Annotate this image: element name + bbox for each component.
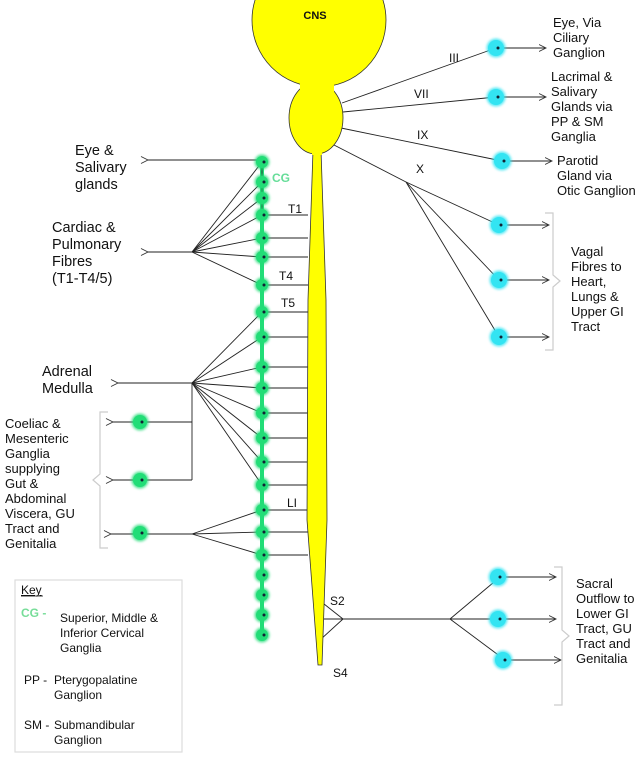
- spinal-cord: [306, 149, 328, 666]
- splanchnic-fibre: [191, 382, 263, 414]
- otic-ganglion: [492, 151, 512, 171]
- key-title: Key: [21, 583, 42, 597]
- cardiac-fibre: [191, 251, 263, 258]
- chain-ganglion: [254, 304, 270, 320]
- chain-ganglion: [254, 277, 270, 293]
- nerve-label-IX: IX: [417, 128, 428, 142]
- vagal-bracket: [545, 212, 561, 351]
- cardiac-fibre: [191, 237, 263, 253]
- chain-ganglion: [254, 230, 270, 246]
- pelvic-ganglion: [493, 650, 513, 670]
- vagal-fibre: [405, 181, 500, 226]
- chain-ganglion: [254, 207, 270, 223]
- chain-ganglion: [254, 430, 270, 446]
- key-sm-abbr: SM -: [24, 718, 49, 732]
- nerve-VII: [342, 96, 497, 113]
- chain-ganglion: [254, 329, 270, 345]
- nerve-III: [341, 47, 497, 104]
- chain-ganglion: [254, 174, 270, 190]
- splanchnic-fibre: [191, 382, 263, 486]
- splanchnic-fibre: [191, 382, 263, 463]
- cardiac-fibre: [191, 214, 263, 253]
- pelvic-ganglion: [488, 567, 508, 587]
- lumbar-fibre: [191, 531, 263, 535]
- chain-ganglion: [254, 477, 270, 493]
- splanchnic-fibre: [191, 336, 263, 384]
- chain-ganglion: [254, 190, 270, 206]
- sacral-fibre: [449, 618, 506, 661]
- brainstem-bulb: [288, 81, 344, 155]
- coeliac-bracket: [92, 411, 108, 549]
- level-T4: T4: [279, 269, 293, 283]
- chain-ganglion: [254, 454, 270, 470]
- lumbar-fibre: [191, 509, 263, 535]
- cardiac-fibre: [191, 197, 263, 253]
- level-T1: T1: [288, 202, 302, 216]
- superior-mesenteric-ganglion: [131, 471, 149, 489]
- splanchnic-fibre: [191, 311, 263, 384]
- nerve-label-III: III: [449, 51, 459, 65]
- level-S2: S2: [330, 594, 345, 608]
- ganglia: [131, 38, 513, 670]
- cardiac-fibre: [191, 181, 263, 253]
- vagal-fibre: [405, 181, 500, 281]
- cardiac-fibre: [191, 251, 263, 286]
- sacral-S4: [319, 618, 344, 641]
- splanchnic-fibre: [191, 382, 263, 439]
- chain-ganglion: [254, 587, 270, 603]
- chain-ganglion: [254, 627, 270, 643]
- pelvic-ganglion: [488, 609, 508, 629]
- chain-ganglion: [254, 524, 270, 540]
- ciliary-ganglion: [486, 38, 506, 58]
- pterygopalatine-submandibular-ganglion: [486, 87, 506, 107]
- nerve-X: [333, 144, 407, 183]
- inferior-mesenteric-ganglion: [131, 524, 149, 542]
- level-S4: S4: [333, 666, 348, 680]
- level-L1: LI: [287, 496, 297, 510]
- cardiac-fibre: [191, 161, 263, 253]
- chain-ganglion: [254, 567, 270, 583]
- level-T5: T5: [281, 296, 295, 310]
- nerve-IX: [340, 127, 503, 162]
- cns: CNS: [251, 0, 387, 666]
- coeliac-ganglion: [131, 413, 149, 431]
- chain-ganglion: [254, 249, 270, 265]
- sacral-bracket: [554, 566, 570, 706]
- key-cg-abbr: CG -: [21, 606, 46, 620]
- chain-ganglion: [254, 607, 270, 623]
- key-pp-abbr: PP -: [24, 673, 47, 687]
- vagal-ganglion: [489, 270, 509, 290]
- cns-label: CNS: [303, 10, 326, 22]
- cg-label: CG: [272, 171, 290, 185]
- vagal-ganglion: [489, 215, 509, 235]
- chain-ganglion: [254, 359, 270, 375]
- splanchnic-fibre: [191, 366, 263, 384]
- vagal-ganglion: [489, 327, 509, 347]
- nerve-label-X: X: [416, 162, 424, 176]
- splanchnic-fibre: [191, 382, 263, 389]
- key-box: Key CG - Superior, Middle &Inferior Cerv…: [14, 579, 183, 753]
- chain-ganglion: [254, 547, 270, 563]
- vagal-fibre: [405, 181, 500, 338]
- chain-ganglion: [254, 502, 270, 518]
- nerve-label-VII: VII: [414, 87, 429, 101]
- chain-ganglion: [254, 154, 270, 170]
- chain-ganglion: [254, 405, 270, 421]
- chain-ganglion: [254, 380, 270, 396]
- lumbar-fibre: [191, 533, 263, 556]
